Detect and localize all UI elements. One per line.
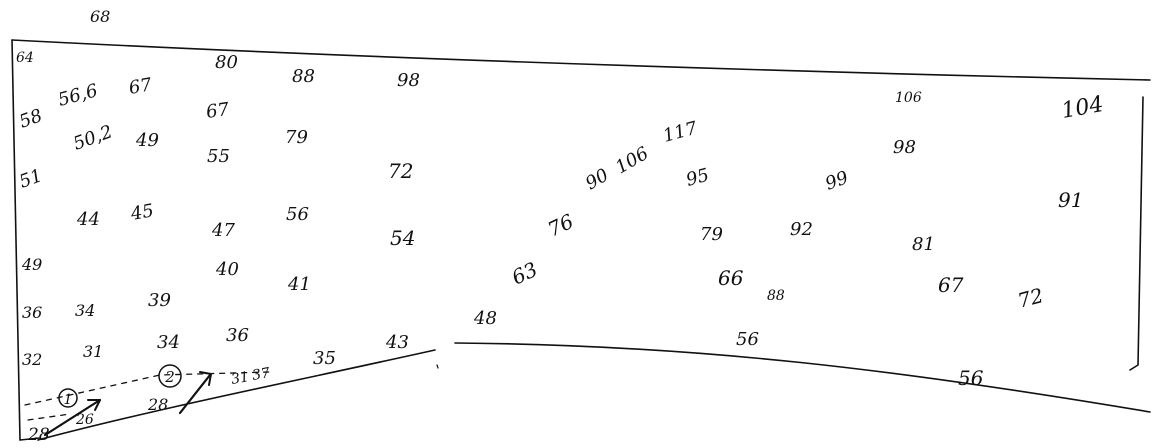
value-label: 72 — [388, 159, 413, 183]
value-label: 88 — [767, 288, 785, 304]
left-bottom-edge-line — [19, 437, 41, 441]
dashed-lower-line — [27, 413, 71, 421]
value-label: 67 — [938, 273, 964, 297]
dashed-traverse-line — [24, 371, 271, 406]
value-label: 92 — [790, 219, 813, 240]
value-label: 80 — [215, 52, 238, 73]
middle-lower-edge-line — [454, 342, 1151, 413]
traverse-line — [24, 371, 271, 421]
survey-marker-1: 1 — [43, 388, 102, 437]
value-label: 104 — [1060, 92, 1106, 124]
value-label: 56 — [958, 366, 984, 390]
value-label: 36 — [226, 325, 249, 346]
value-label: 34 — [75, 301, 95, 320]
value-label: 79 — [285, 127, 308, 148]
marker-1-arrow-line — [43, 398, 102, 437]
value-label: 48 — [473, 308, 497, 329]
tick-mark — [436, 364, 439, 369]
value-label: 41 — [287, 274, 311, 295]
marker-1-label: 1 — [64, 392, 73, 408]
value-label: 98 — [893, 137, 916, 158]
marker-1-circle — [58, 388, 78, 408]
value-label: 50,2 — [71, 121, 116, 154]
value-label: 49 — [135, 130, 159, 151]
value-label: 43 — [385, 332, 409, 353]
survey-marker-2: 2 — [158, 364, 212, 415]
value-label: 39 — [148, 290, 171, 311]
value-label: 32 — [22, 350, 42, 369]
value-label: 63 — [508, 257, 541, 290]
value-label: 98 — [397, 70, 420, 91]
value-label: 28 — [27, 425, 50, 445]
left-lower-edge-line — [37, 349, 436, 441]
value-label: 55 — [207, 146, 230, 167]
value-label: 81 — [912, 234, 935, 255]
value-label: 99 — [823, 167, 852, 195]
value-label: 64 — [16, 50, 34, 66]
value-label: 44 — [76, 209, 100, 230]
value-label: 56 — [736, 329, 759, 350]
value-label: 56 — [286, 204, 309, 225]
value-label: 51 — [17, 165, 46, 193]
value-label: 35 — [313, 348, 336, 369]
value-label: 66 — [718, 266, 744, 290]
value-label: 79 — [700, 224, 723, 245]
value-label: 31 — [230, 369, 250, 388]
value-label: 40 — [215, 259, 239, 280]
value-label: 36 — [22, 303, 42, 322]
value-label: 106 — [895, 90, 922, 106]
value-label: 58 — [17, 105, 46, 133]
value-label: 54 — [390, 226, 415, 250]
marker-2-circle — [158, 364, 182, 388]
value-label: 88 — [292, 66, 315, 87]
marker-1-arrow-head — [87, 399, 101, 411]
value-label: 45 — [128, 200, 155, 225]
value-label: 76 — [544, 209, 577, 242]
value-label: 91 — [1058, 188, 1083, 212]
value-label: 34 — [157, 332, 180, 353]
sketch-outline — [11, 39, 1151, 441]
value-label: 67 — [205, 99, 231, 123]
value-label: 90 — [582, 165, 612, 195]
value-label: 37 — [251, 365, 271, 384]
marker-2-arrow-head — [199, 371, 212, 386]
value-label: 31 — [83, 342, 103, 361]
value-label: 117 — [661, 118, 700, 147]
value-label: 106 — [612, 143, 652, 178]
left-edge-line — [11, 39, 21, 441]
top-edge-line — [11, 39, 1151, 81]
value-label: 67 — [127, 74, 154, 99]
value-label: 95 — [684, 165, 712, 191]
right-edge-line — [1129, 96, 1144, 371]
value-label: 68 — [90, 7, 110, 26]
marker-2-arrow-line — [178, 373, 212, 415]
value-label: 28 — [147, 395, 168, 414]
value-label: 72 — [1015, 283, 1046, 313]
value-label: 26 — [75, 412, 94, 428]
marker-2-label: 2 — [164, 368, 175, 386]
value-label: 49 — [21, 255, 42, 274]
value-label: 56,6 — [56, 80, 100, 111]
value-label: 47 — [211, 220, 235, 241]
